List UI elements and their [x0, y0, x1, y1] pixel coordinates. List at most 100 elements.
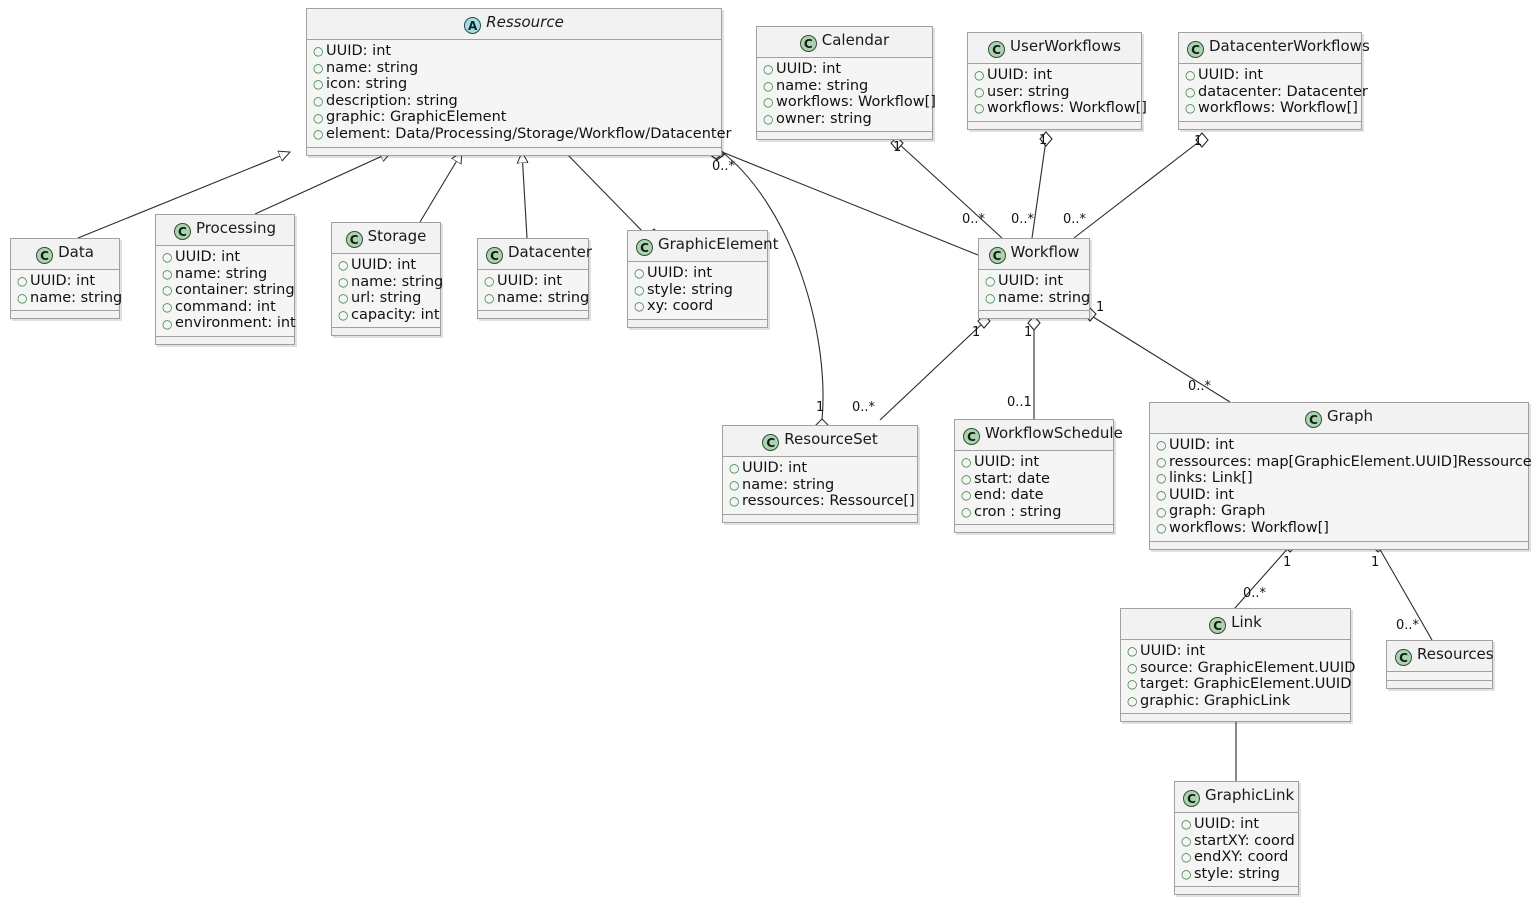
class-attribute: ○UUID: int [729, 460, 911, 477]
class-attribute: ○UUID: int [1181, 816, 1292, 833]
class-attributes-workflowschedule: ○UUID: int○start: date○end: date○cron : … [955, 451, 1113, 526]
attribute-text: name: string [497, 289, 590, 306]
class-attributes-ressource: ○UUID: int○name: string○icon: string○des… [307, 40, 731, 148]
visibility-public-icon: ○ [763, 112, 774, 127]
class-methods-link [1121, 714, 1350, 722]
multiplicity-label: 1 [1039, 133, 1048, 148]
attribute-text: start: date [974, 470, 1050, 487]
class-attribute: ○datacenter: Datacenter [1185, 84, 1368, 101]
multiplicity-label: 0..* [1188, 379, 1212, 394]
attribute-text: name: string [998, 289, 1091, 306]
attribute-text: links: Link[] [1169, 470, 1253, 487]
class-name-datacenterworkflows: DatacenterWorkflows [1209, 37, 1370, 55]
attribute-text: workflows: Workflow[] [776, 94, 936, 111]
class-badge-icon: C [988, 41, 1006, 58]
class-attribute: ○UUID: int [634, 265, 761, 282]
visibility-public-icon: ○ [961, 488, 972, 503]
attribute-text: icon: string [326, 76, 408, 93]
attribute-text: environment: int [175, 315, 296, 332]
class-name-calendar: Calendar [821, 31, 890, 49]
attribute-text: ressources: Ressource[] [742, 493, 915, 510]
attribute-text: url: string [351, 290, 422, 307]
visibility-public-icon: ○ [313, 94, 324, 109]
class-badge-icon: C [963, 428, 980, 445]
edge-aggregation-ressource-graphicelement [564, 151, 648, 237]
class-attribute: ○workflows: Workflow[] [1185, 100, 1358, 117]
multiplicity-label: 1 [1194, 134, 1203, 149]
class-attribute: ○xy: coord [634, 298, 761, 315]
class-attribute: ○graph: Graph [1156, 503, 1522, 520]
class-name-graphiclink: GraphicLink [1205, 786, 1295, 804]
edge-aggregation-datacenterworkflows-workflow [1073, 140, 1201, 239]
visibility-public-icon: ○ [1181, 833, 1192, 848]
visibility-public-icon: ○ [1127, 677, 1138, 692]
class-attribute: ○command: int [162, 299, 288, 316]
visibility-public-icon: ○ [985, 274, 996, 289]
attribute-text: UUID: int [1198, 67, 1264, 83]
attribute-text: element: Data/Processing/Storage/Workflo… [326, 125, 732, 142]
visibility-public-icon: ○ [1127, 694, 1138, 709]
class-attribute: ○start: date [961, 471, 1107, 488]
class-attribute: ○name: string [484, 290, 589, 307]
visibility-public-icon: ○ [974, 84, 985, 99]
visibility-public-icon: ○ [634, 299, 645, 314]
edge-aggregation-workflow-resourceset [879, 321, 985, 421]
class-methods-userworkflows [968, 121, 1141, 129]
visibility-public-icon: ○ [1181, 850, 1192, 865]
visibility-public-icon: ○ [634, 266, 645, 281]
class-badge-icon: C [486, 247, 503, 264]
visibility-public-icon: ○ [313, 60, 324, 75]
visibility-public-icon: ○ [17, 290, 28, 305]
abstract-class-badge-icon: A [464, 17, 482, 34]
visibility-public-icon: ○ [1185, 84, 1196, 99]
class-methods-graph [1150, 541, 1528, 549]
class-attributes-graphiclink: ○UUID: int○startXY: coord○endXY: coord○s… [1175, 813, 1298, 888]
class-attribute: ○UUID: int [1156, 487, 1522, 504]
attribute-text: target: GraphicElement.UUID [1140, 676, 1352, 693]
attribute-text: style: string [1194, 865, 1280, 882]
class-attribute: ○end: date [961, 487, 1107, 504]
attribute-text: UUID: int [974, 454, 1040, 470]
class-attribute: ○user: string [974, 84, 1135, 101]
class-attributes-link: ○UUID: int○source: GraphicElement.UUID○t… [1121, 640, 1355, 715]
attribute-text: name: string [175, 265, 268, 282]
class-badge-icon: C [799, 35, 817, 52]
attribute-text: description: string [326, 92, 458, 109]
visibility-public-icon: ○ [162, 300, 173, 315]
attribute-text: workflows: Workflow[] [987, 100, 1147, 117]
class-methods-resourceset [723, 514, 917, 522]
class-badge-icon: C [36, 247, 54, 264]
attribute-text: user: string [987, 83, 1070, 100]
attribute-text: UUID: int [326, 43, 392, 59]
class-methods-data [11, 311, 119, 319]
attribute-text: graph: Graph [1169, 503, 1266, 520]
class-attribute: ○UUID: int [1185, 67, 1355, 84]
class-attribute: ○name: string [338, 274, 443, 291]
visibility-public-icon: ○ [162, 316, 173, 331]
class-name-workflow: Workflow [1010, 243, 1080, 261]
attribute-text: UUID: int [30, 273, 96, 289]
attribute-text: graphic: GraphicLink [1140, 692, 1291, 709]
class-methods-resources [1387, 681, 1492, 688]
visibility-public-icon: ○ [484, 274, 495, 289]
attribute-text: name: string [326, 59, 419, 76]
